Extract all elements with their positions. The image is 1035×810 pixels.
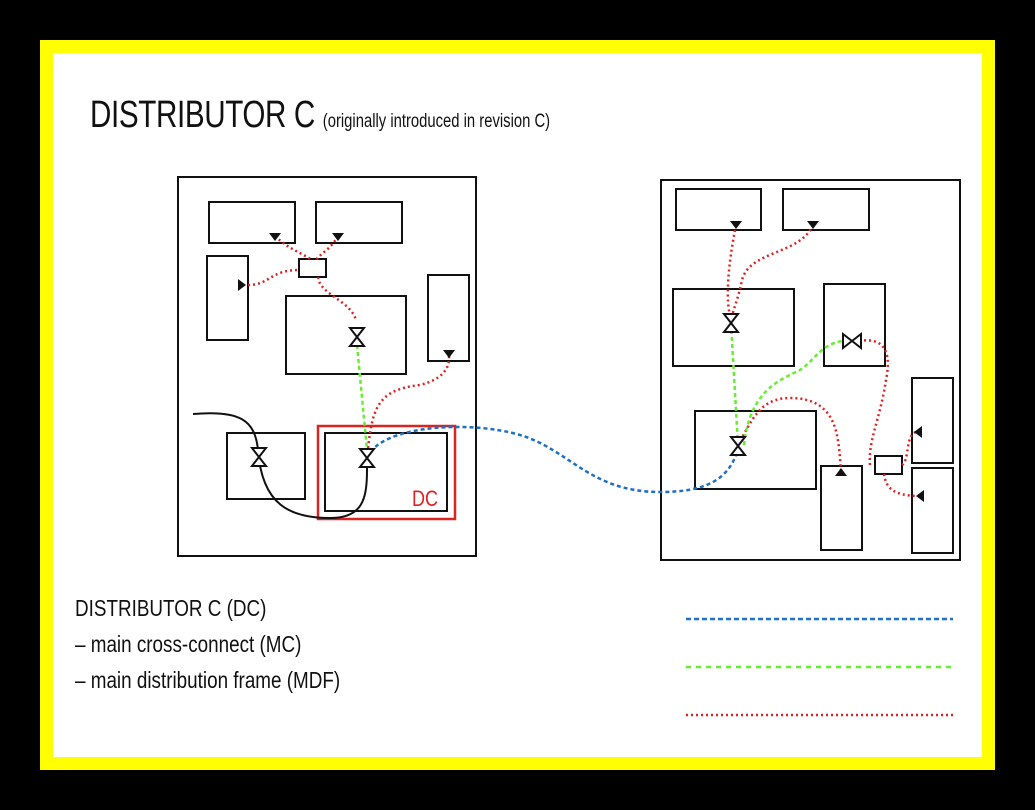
right-building xyxy=(660,179,961,561)
right-junction-box xyxy=(874,455,903,475)
cross-connect-right-upper xyxy=(723,313,739,333)
cross-connect-dc xyxy=(359,448,375,468)
cross-connect-left-lower xyxy=(251,447,267,467)
diagram-panel xyxy=(57,56,978,753)
dc-label: DC xyxy=(412,487,438,511)
right-room-mid-right xyxy=(823,283,886,367)
left-room-dc xyxy=(324,432,448,512)
terminal-markers xyxy=(238,221,924,502)
legend-line-1: DISTRIBUTOR C (DC) xyxy=(75,595,267,621)
left-red-cables xyxy=(247,235,451,459)
small-junction-box xyxy=(298,258,327,278)
legend-line-2: – main cross-connect (MC) xyxy=(75,631,302,657)
left-room-top-b xyxy=(315,201,403,244)
right-red-cables xyxy=(726,224,918,498)
right-room-lower xyxy=(694,410,817,490)
right-room-edge-a xyxy=(911,377,954,464)
blue-backbone-cable xyxy=(365,425,739,494)
left-room-middle xyxy=(285,295,407,375)
right-room-top-a xyxy=(675,188,762,231)
right-room-top-b xyxy=(782,188,870,231)
external-cable xyxy=(192,412,368,520)
dc-highlight-box xyxy=(316,424,457,521)
cross-connect-right-lower xyxy=(730,436,746,456)
right-room-tall xyxy=(820,465,863,551)
cross-connect-left-upper xyxy=(349,327,365,347)
title-main: DISTRIBUTOR C xyxy=(90,94,315,136)
right-green-cables xyxy=(729,322,843,446)
left-room-side xyxy=(206,255,249,341)
title-note: (originally introduced in revision C) xyxy=(322,111,551,132)
page-title: DISTRIBUTOR C (originally introduced in … xyxy=(90,94,550,137)
left-room-lower xyxy=(226,432,306,500)
left-building xyxy=(177,176,477,557)
cross-connect-right-side xyxy=(842,333,862,349)
left-green-cable xyxy=(355,344,369,451)
left-room-top-a xyxy=(208,201,296,244)
left-room-right xyxy=(427,274,470,362)
legend: DISTRIBUTOR C (DC) – main cross-connect … xyxy=(75,590,340,698)
right-room-edge-b xyxy=(911,467,954,554)
legend-line-3: – main distribution frame (MDF) xyxy=(75,667,341,693)
